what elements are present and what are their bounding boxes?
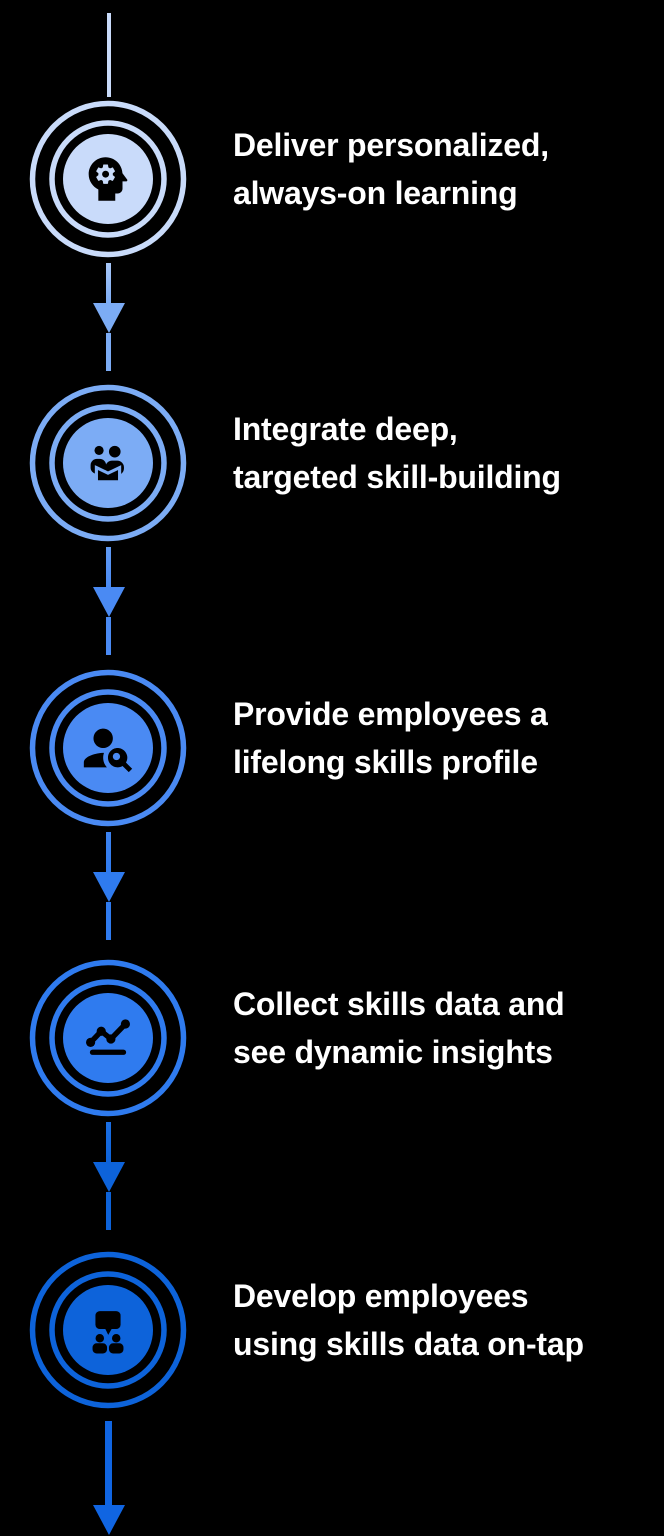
label-line: Integrate deep, xyxy=(233,411,458,447)
step-4-badge xyxy=(26,956,190,1120)
arrow-down-icon xyxy=(92,1505,125,1535)
label-line: see dynamic insights xyxy=(233,1034,553,1070)
people-book-icon xyxy=(90,445,124,484)
line-segment xyxy=(106,832,111,872)
line-segment xyxy=(106,902,111,940)
step-1-badge xyxy=(26,97,190,261)
arrow-down-icon xyxy=(92,872,125,902)
outer-ring xyxy=(29,384,187,542)
intro-line xyxy=(92,13,125,97)
label-line: Provide employees a xyxy=(233,696,548,732)
line-segment xyxy=(106,1122,111,1162)
label-line: Collect skills data and xyxy=(233,986,565,1022)
outer-ring xyxy=(29,100,187,258)
label-line: Deliver personalized, xyxy=(233,127,549,163)
line-segment xyxy=(105,1421,112,1505)
outer-ring xyxy=(29,1251,187,1409)
step-4-label: Collect skills data and see dynamic insi… xyxy=(233,980,653,1076)
middle-ring xyxy=(49,120,167,238)
people-chat-icon xyxy=(92,1311,124,1354)
arrow-down-icon xyxy=(92,1162,125,1192)
label-line: lifelong skills profile xyxy=(233,744,538,780)
chart-insights-icon xyxy=(86,1019,130,1055)
middle-ring xyxy=(49,1271,167,1389)
line-segment xyxy=(106,1192,111,1230)
arrow-3-4 xyxy=(92,832,125,940)
label-line: Develop employees xyxy=(233,1278,529,1314)
arrow-4-5 xyxy=(92,1122,125,1230)
arrow-2-3 xyxy=(92,547,125,655)
inner-disc xyxy=(63,703,153,793)
head-gear-icon xyxy=(88,157,128,201)
arrow-down-icon xyxy=(92,587,125,617)
step-3-label: Provide employees a lifelong skills prof… xyxy=(233,690,653,786)
line-segment xyxy=(106,263,111,303)
line-segment xyxy=(106,547,111,587)
outer-ring xyxy=(29,959,187,1117)
label-line: using skills data on-tap xyxy=(233,1326,584,1362)
outer-ring xyxy=(29,669,187,827)
arrow-1-2 xyxy=(92,263,125,371)
arrow-end xyxy=(92,1421,125,1535)
step-2-label: Integrate deep, targeted skill-building xyxy=(233,405,653,501)
middle-ring xyxy=(49,404,167,522)
line-segment xyxy=(106,13,111,97)
middle-ring xyxy=(49,979,167,1097)
person-search-icon xyxy=(83,728,133,773)
step-3-badge xyxy=(26,666,190,830)
step-5-badge xyxy=(26,1248,190,1412)
step-1-label: Deliver personalized, always-on learning xyxy=(233,121,653,217)
arrow-down-icon xyxy=(92,303,125,333)
line-segment xyxy=(106,333,111,371)
middle-ring xyxy=(49,689,167,807)
inner-disc xyxy=(63,134,153,224)
step-5-label: Develop employees using skills data on-t… xyxy=(233,1272,653,1368)
label-line: targeted skill-building xyxy=(233,459,561,495)
line-segment xyxy=(106,617,111,655)
label-line: always-on learning xyxy=(233,175,518,211)
step-2-badge xyxy=(26,381,190,545)
